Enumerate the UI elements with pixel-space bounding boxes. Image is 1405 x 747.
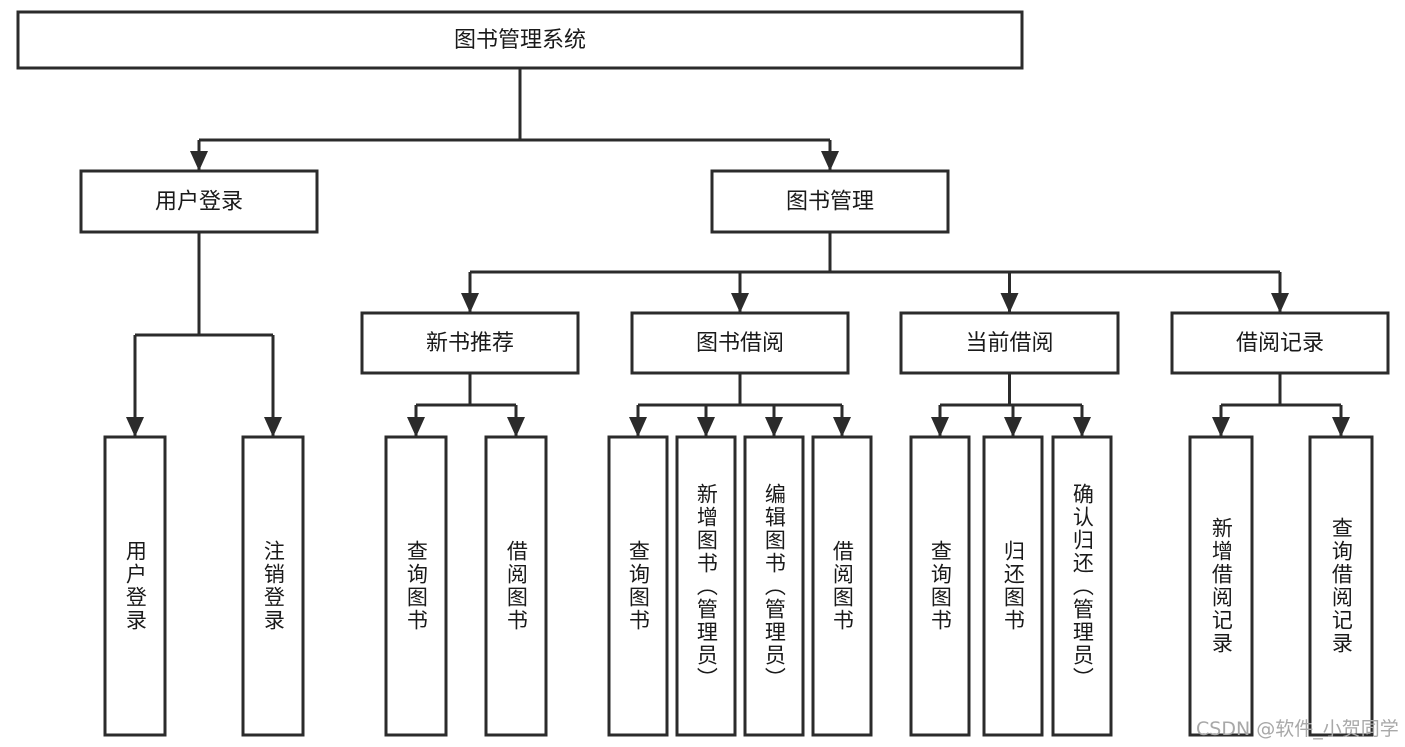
arrow-head-leaf-query-book-rec [407,417,425,437]
node-label-new-book-rec: 新书推荐 [426,331,514,356]
node-box-leaf-return-book[interactable] [982,435,1044,737]
node-label-current-borrow: 当前借阅 [965,331,1053,356]
arrow-head-leaf-user-login [126,417,144,437]
node-box-leaf-borrow-book[interactable] [811,435,873,737]
node-boxes-layer [16,10,1390,737]
arrow-head-leaf-borrow-book-rec [507,417,525,437]
arrow-head-leaf-query-record [1332,417,1350,437]
node-box-leaf-query-book-rec[interactable] [384,435,448,737]
arrow-head-leaf-query-book-cur [931,417,949,437]
node-box-user-login[interactable] [79,169,319,234]
node-box-leaf-confirm-return[interactable] [1051,435,1113,737]
arrow-head-new-book-rec [461,293,479,313]
node-box-new-book-rec[interactable] [360,311,580,375]
node-box-leaf-add-record[interactable] [1188,435,1254,737]
arrow-head-current-borrow [1000,293,1019,313]
node-box-leaf-user-login[interactable] [103,435,167,737]
arrow-head-leaf-add-book [697,417,715,437]
node-box-current-borrow[interactable] [899,311,1120,375]
arrow-head-user-login [190,151,208,171]
arrow-head-leaf-confirm-return [1073,417,1091,437]
arrow-head-book-borrow [731,293,749,313]
node-label-book-manage: 图书管理 [786,190,874,215]
node-box-leaf-add-book[interactable] [675,435,737,737]
arrow-head-leaf-edit-book [765,417,783,437]
node-box-leaf-query-book-borrow[interactable] [607,435,669,737]
csdn-watermark: CSDN @软件_小贺同学 [1196,718,1399,740]
node-box-leaf-logout[interactable] [241,435,305,737]
arrow-head-leaf-query-book-borrow [629,417,647,437]
arrow-head-leaf-logout [264,417,282,437]
connectors-layer [126,68,1350,437]
arrow-head-borrow-record [1271,293,1289,313]
arrow-head-leaf-add-record [1212,417,1230,437]
arrow-head-leaf-return-book [1004,417,1022,437]
node-box-book-manage[interactable] [710,169,950,234]
arrow-head-book-manage [821,151,839,171]
node-box-leaf-edit-book[interactable] [743,435,805,737]
arrow-head-leaf-borrow-book [833,417,851,437]
node-box-root[interactable] [16,10,1024,70]
node-label-borrow-record: 借阅记录 [1236,331,1324,356]
node-box-leaf-query-book-cur[interactable] [909,435,971,737]
node-box-leaf-query-record[interactable] [1308,435,1374,737]
node-label-book-borrow: 图书借阅 [696,331,784,356]
node-box-borrow-record[interactable] [1170,311,1390,375]
node-label-user-login: 用户登录 [155,190,243,215]
node-box-book-borrow[interactable] [630,311,850,375]
node-box-leaf-borrow-book-rec[interactable] [484,435,548,737]
node-label-root: 图书管理系统 [454,28,586,53]
